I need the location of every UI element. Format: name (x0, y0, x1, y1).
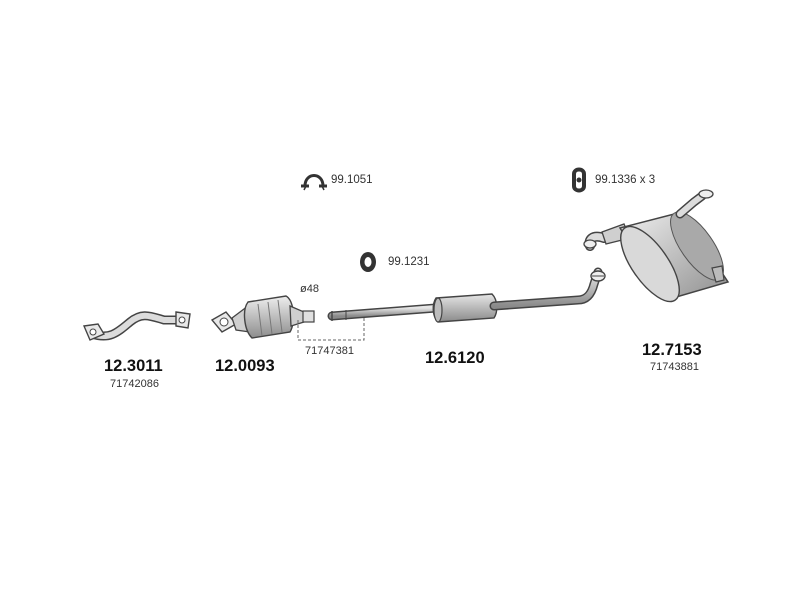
oe-number-rear-muffler: 71743881 (650, 361, 699, 373)
accessory-code-ring: 99.1231 (388, 256, 430, 268)
accessory-code-hanger: 99.1336 x 3 (595, 174, 656, 186)
part-code-middle-pipe: 12.6120 (425, 349, 485, 367)
oe-number-front-pipe: 71742086 (110, 378, 159, 390)
rubber-hanger-icon (572, 167, 586, 193)
rubber-ring-icon (360, 252, 376, 272)
clamp-icon (301, 174, 327, 191)
part-code-catalytic-converter: 12.0093 (215, 357, 275, 375)
diameter-label: ø48 (300, 283, 319, 295)
part-code-front-pipe: 12.3011 (104, 357, 163, 375)
oe-number-middle-pipe: 71747381 (305, 345, 354, 357)
middle-pipe-part (327, 267, 606, 323)
catalytic-converter-part (210, 295, 315, 339)
accessory-code-clamp: 99.1051 (331, 174, 373, 186)
dashed-reference-bracket (297, 318, 365, 341)
part-code-rear-muffler: 12.7153 (642, 341, 702, 359)
front-pipe-part (82, 311, 191, 341)
rear-muffler-part (583, 189, 730, 303)
